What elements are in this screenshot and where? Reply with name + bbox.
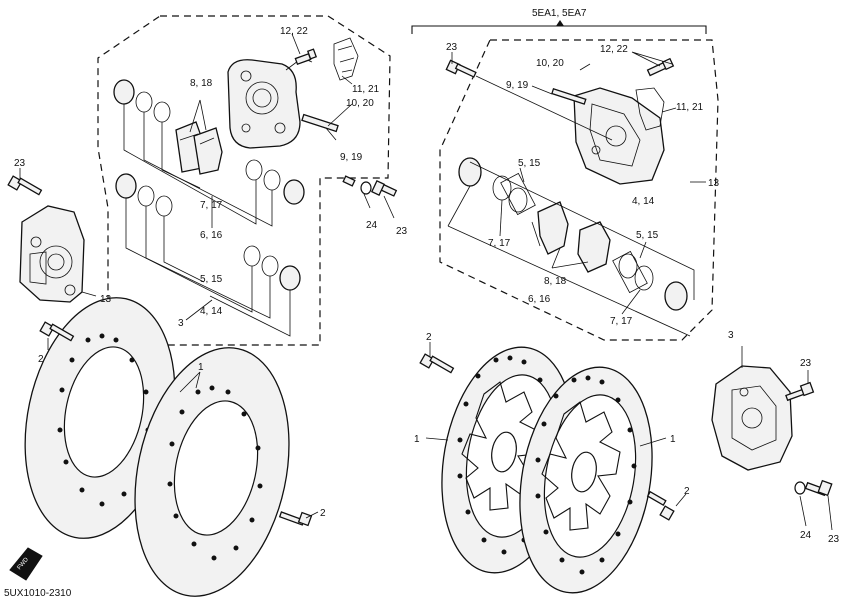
left-caliper-kit-outline [97, 15, 391, 346]
callout-9-19-left: 9, 19 [340, 152, 363, 163]
model-header: 5EA1, 5EA7 [532, 8, 587, 19]
callout-4-14-left: 4, 14 [200, 306, 223, 317]
left-kit-leader-lines [123, 99, 291, 337]
fwd-direction-badge [9, 547, 43, 581]
disc-bolt-right-bottom [646, 490, 675, 521]
bolt-with-washer-left [342, 175, 398, 197]
callout-3-right: 3 [728, 330, 734, 341]
callout-6-16-right: 6, 16 [528, 294, 551, 305]
pad-spring-right [635, 87, 665, 131]
callout-8-18-right: 8, 18 [544, 276, 567, 287]
left-callout-leaders [19, 33, 395, 519]
bleed-screw-left [294, 48, 318, 66]
right-caliper-body-kit [573, 87, 665, 185]
callout-2-left-top: 2 [38, 354, 44, 365]
brake-disc-left-front [134, 347, 290, 597]
brake-pads-right [537, 201, 611, 273]
left-caliper-body [227, 57, 313, 149]
callout-1-left: 1 [198, 362, 204, 373]
model-header-arrow [556, 20, 564, 26]
callout-12-22-right: 12, 22 [600, 44, 628, 55]
washer-bolt-right-bottom [794, 479, 833, 497]
callout-4-14-right: 4, 14 [632, 196, 655, 207]
right-kit-leader-lines [447, 161, 695, 337]
callout-7-17-right-bottom: 7, 17 [610, 316, 633, 327]
right-caliper-assembled [711, 365, 793, 471]
callout-24-left: 24 [366, 220, 378, 231]
model-header-bracket [411, 25, 707, 34]
callout-8-18-left: 8, 18 [190, 78, 213, 89]
disc-bolt-right-top [419, 353, 455, 374]
bleed-screw-right [646, 57, 675, 77]
callout-10-20-right: 10, 20 [536, 58, 564, 69]
right-callout-leaders [425, 51, 833, 531]
callout-13-left: 13 [100, 294, 112, 305]
callout-1-right-left: 1 [414, 434, 420, 445]
right-caliper-kit-outline [439, 39, 719, 341]
disc-bolt-left-bottom [278, 511, 313, 527]
callout-23-left-mid: 23 [396, 226, 408, 237]
callout-5-15-right-top: 5, 15 [518, 158, 541, 169]
brake-pads-left [175, 121, 223, 175]
caliper-bolt-left-top [7, 175, 43, 196]
callout-11-21-right: 11, 21 [676, 102, 703, 113]
callout-3-left: 3 [178, 318, 184, 329]
pad-pin-left [301, 113, 339, 133]
callout-23-right-top: 23 [446, 42, 458, 53]
caliper-bolt-right-mid [785, 381, 815, 402]
piston-set-right-lower [612, 250, 688, 311]
diagram-code: 5UX1010-2310 [4, 588, 72, 599]
callout-7-17-left: 7, 17 [200, 200, 223, 211]
callout-23-right-mid: 23 [800, 358, 812, 369]
callout-24-right: 24 [800, 530, 812, 541]
left-caliper-assembled [19, 205, 85, 303]
callout-23-right-bottom: 23 [828, 534, 840, 545]
piston-row-upper-left [113, 79, 305, 205]
pad-pin-right [551, 88, 587, 105]
callout-10-20-left: 10, 20 [346, 98, 374, 109]
callout-13-right: 13 [708, 178, 720, 189]
callout-12-22-left: 12, 22 [280, 26, 308, 37]
pad-spring-left [333, 37, 359, 81]
callout-2-right-top: 2 [426, 332, 432, 343]
callout-2-right-bottom: 2 [684, 486, 690, 497]
callout-23-left-top: 23 [14, 158, 26, 169]
caliper-bolt-right-kit [445, 59, 613, 141]
callout-5-15-right-bottom: 5, 15 [636, 230, 659, 241]
disc-bolt-left-top [39, 321, 75, 342]
callout-11-21-left: 11, 21 [352, 84, 379, 95]
callout-7-17-right-top: 7, 17 [488, 238, 511, 249]
floating-disc-right-front [519, 366, 653, 594]
callout-6-16-left: 6, 16 [200, 230, 223, 241]
callout-5-15-left: 5, 15 [200, 274, 223, 285]
callout-1-right-right: 1 [670, 434, 676, 445]
callout-2-left-bottom: 2 [320, 508, 326, 519]
callout-9-19-right: 9, 19 [506, 80, 529, 91]
